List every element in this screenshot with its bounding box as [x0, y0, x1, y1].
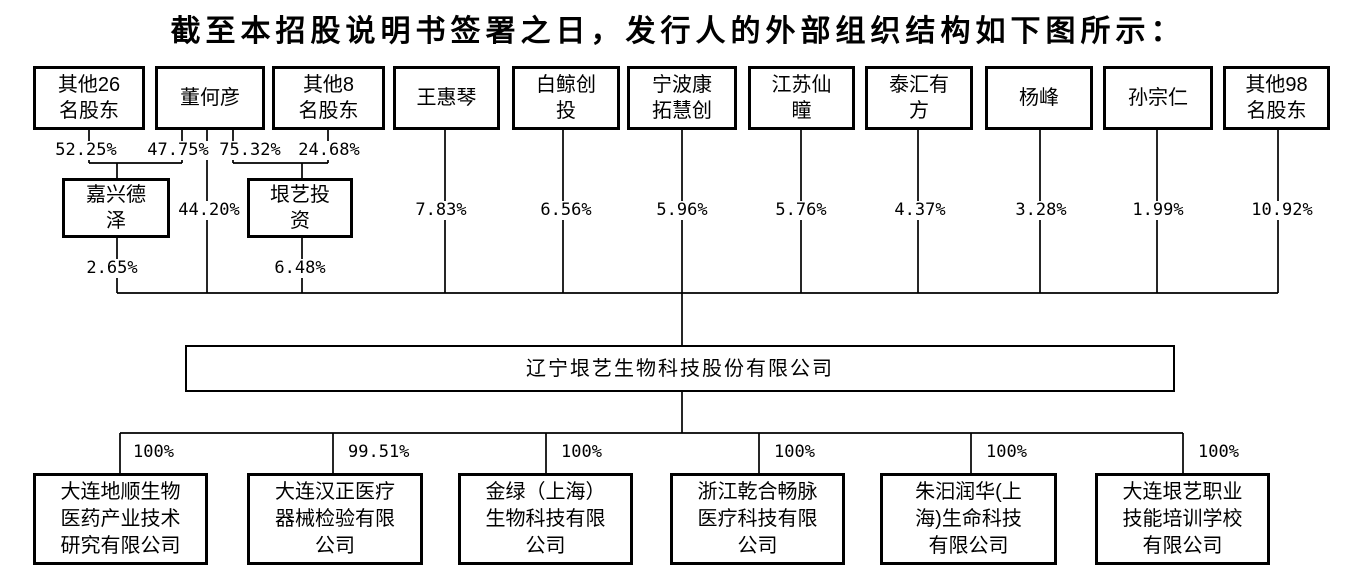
- subsidiary-box-qianhe: 浙江乾合畅脉 医疗科技有限 公司: [670, 473, 845, 565]
- sub-stake-label-hanzheng: 99.51%: [345, 443, 413, 462]
- shareholder-label: 其他26 名股东: [57, 74, 121, 122]
- shareholder-label: 杨峰: [1019, 87, 1059, 109]
- shareholder-label: 孙宗仁: [1128, 87, 1188, 109]
- shareholder-box-other8: 其他8 名股东: [272, 66, 385, 130]
- subsidiary-box-zhugurunhua: 朱汩润华(上 海)生命科技 有限公司: [880, 473, 1057, 565]
- stake-label-taihuiyoufang: 4.37%: [891, 201, 949, 220]
- shareholder-label: 江苏仙 瞳: [771, 74, 832, 122]
- shareholder-label: 王惠琴: [416, 87, 477, 109]
- subsidiary-box-dilian-dishun: 大连地顺生物 医药产业技术 研究有限公司: [33, 473, 208, 565]
- sub-stake-label-qianhe: 100%: [771, 443, 818, 462]
- shareholder-box-wanghuiqin: 王惠琴: [393, 66, 500, 130]
- shareholder-box-dongheyan: 董何彦: [155, 66, 265, 130]
- stake-label-other8-yinyi: 24.68%: [295, 141, 363, 160]
- holding-label: 嘉兴德 泽: [86, 184, 146, 232]
- stake-label-baijing: 6.56%: [537, 201, 595, 220]
- sub-stake-label-peixunxuexiao: 100%: [1195, 443, 1242, 462]
- stake-label-dongheyan: 44.20%: [175, 201, 243, 220]
- shareholder-label: 白鲸创 投: [536, 74, 596, 122]
- shareholder-box-sunzongren: 孙宗仁: [1103, 66, 1213, 130]
- subsidiary-label: 浙江乾合畅脉 医疗科技有限 公司: [697, 480, 818, 557]
- stake-label-dong-yinyi: 75.32%: [216, 141, 284, 160]
- stake-label-yinyitouzi: 6.48%: [271, 259, 329, 278]
- shareholder-label: 其他8 名股东: [298, 74, 359, 122]
- shareholder-box-taihuiyoufang: 泰汇有 方: [865, 66, 973, 130]
- shareholder-label: 宁波康 拓慧创: [652, 74, 712, 122]
- holding-box-jiaxingdeze: 嘉兴德 泽: [62, 178, 170, 238]
- shareholder-box-jiangsuxiantong: 江苏仙 瞳: [748, 66, 855, 130]
- stake-label-sunzongren: 1.99%: [1129, 201, 1187, 220]
- shareholder-box-ningbokangtuo: 宁波康 拓慧创: [627, 66, 737, 130]
- subsidiary-box-peixunxuexiao: 大连垠艺职业 技能培训学校 有限公司: [1095, 473, 1270, 565]
- subsidiary-label: 大连垠艺职业 技能培训学校 有限公司: [1122, 480, 1243, 557]
- subsidiary-box-hanzheng: 大连汉正医疗 器械检验有限 公司: [247, 473, 423, 565]
- shareholder-label: 其他98 名股东: [1245, 74, 1308, 122]
- shareholder-label: 泰汇有 方: [889, 74, 949, 122]
- issuer-box: 辽宁垠艺生物科技股份有限公司: [185, 345, 1175, 392]
- stake-label-ningbokangtuo: 5.96%: [653, 201, 711, 220]
- stake-label-wanghuiqin: 7.83%: [412, 201, 470, 220]
- holding-label: 垠艺投 资: [270, 184, 330, 232]
- shareholder-label: 董何彦: [180, 87, 240, 109]
- subsidiary-label: 金绿（上海） 生物科技有限 公司: [485, 480, 606, 557]
- shareholder-box-other98: 其他98 名股东: [1223, 66, 1330, 130]
- sub-stake-label-dilian-dishun: 100%: [130, 443, 177, 462]
- subsidiary-label: 朱汩润华(上 海)生命科技 有限公司: [915, 480, 1022, 557]
- issuer-name: 辽宁垠艺生物科技股份有限公司: [526, 357, 834, 380]
- holding-box-yinyitouzi: 垠艺投 资: [247, 178, 353, 238]
- shareholder-box-yangfeng: 杨峰: [985, 66, 1093, 130]
- stake-label-jiaxingdeze: 2.65%: [83, 259, 141, 278]
- subsidiary-label: 大连地顺生物 医药产业技术 研究有限公司: [60, 480, 181, 557]
- stake-label-yangfeng: 3.28%: [1012, 201, 1070, 220]
- stake-label-dong-jiaxing: 47.75%: [144, 141, 212, 160]
- stake-label-jiangsuxiantong: 5.76%: [772, 201, 830, 220]
- subsidiary-label: 大连汉正医疗 器械检验有限 公司: [275, 480, 395, 557]
- stake-label-other98: 10.92%: [1248, 201, 1316, 220]
- shareholder-box-baijing: 白鲸创 投: [512, 66, 620, 130]
- diagram-title: 截至本招股说明书签署之日，发行人的外部组织结构如下图所示：: [170, 15, 1186, 48]
- subsidiary-box-jinlv: 金绿（上海） 生物科技有限 公司: [458, 473, 633, 565]
- sub-stake-label-jinlv: 100%: [558, 443, 605, 462]
- sub-stake-label-zhugurunhua: 100%: [983, 443, 1030, 462]
- shareholder-box-other26: 其他26 名股东: [33, 66, 145, 130]
- stake-label-other26-jiaxing: 52.25%: [52, 141, 120, 160]
